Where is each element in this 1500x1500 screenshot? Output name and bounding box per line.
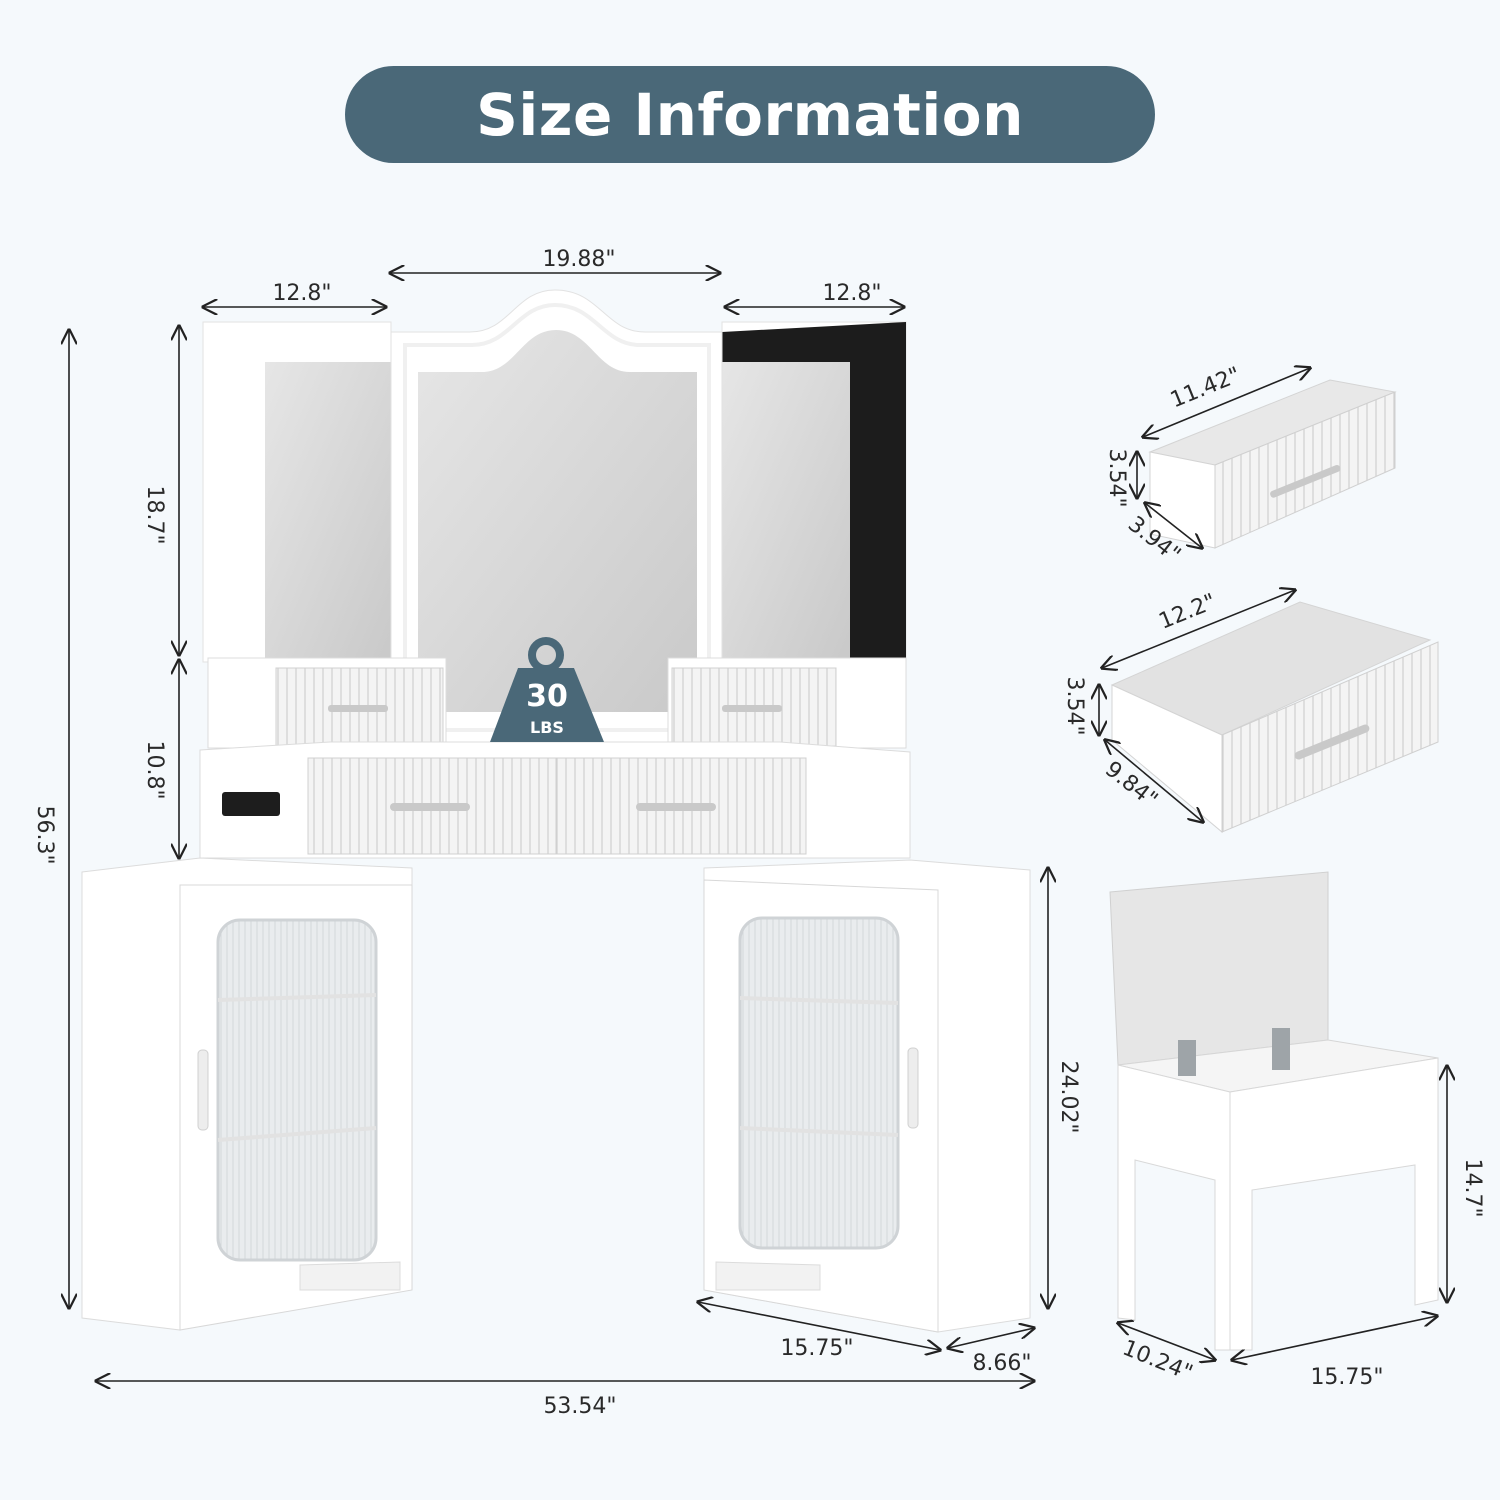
mirror-left-width-label: 12.8" — [272, 281, 331, 306]
upper-left-drawer-box — [207, 657, 447, 749]
large-drawer-length-label: 12.2" — [1155, 589, 1219, 634]
left-cabinet — [81, 857, 413, 1331]
mirror-center-width-label: 19.88" — [542, 247, 615, 272]
mirror-height-label: 18.7" — [142, 485, 167, 544]
small-drawer-length-label: 11.42" — [1167, 363, 1244, 414]
power-outlet-icon — [222, 792, 280, 816]
page-title: Size Information — [476, 80, 1024, 149]
stool-height-label: 14.7" — [1460, 1158, 1485, 1217]
total-height-label: 56.3" — [32, 805, 57, 864]
vanity-illustration: 30 LBS — [81, 289, 1031, 1333]
weight-capacity-badge: 30 LBS — [490, 637, 604, 742]
stool-width-label: 15.75" — [1310, 1365, 1383, 1390]
weight-value: 30 — [526, 679, 568, 714]
right-cabinet — [703, 859, 1031, 1333]
total-width-label: 53.54" — [543, 1394, 616, 1419]
small-drawer-height-label: 3.54" — [1104, 448, 1129, 507]
storage-stool-illustration — [1109, 871, 1439, 1351]
stool-depth-label: 10.24" — [1119, 1336, 1196, 1387]
cabinet-depth-label: 8.66" — [972, 1351, 1031, 1376]
dimension-lines — [69, 273, 1447, 1381]
title-banner: Size Information — [345, 66, 1155, 163]
center-mirror — [390, 289, 723, 743]
large-drawer-height-label: 3.54" — [1062, 676, 1087, 735]
vanity-top — [199, 741, 911, 859]
cabinet-height-label: 24.02" — [1056, 1060, 1081, 1133]
mirror-right-width-label: 12.8" — [822, 281, 881, 306]
upper-right-drawer-box — [667, 657, 907, 749]
large-drawer-illustration — [1110, 601, 1439, 834]
weight-unit: LBS — [530, 718, 564, 737]
left-mirror-panel — [202, 321, 392, 663]
cabinet-width-label: 15.75" — [780, 1336, 853, 1361]
right-mirror-panel — [721, 321, 907, 663]
upper-cabinet-height-label: 10.8" — [142, 740, 167, 799]
